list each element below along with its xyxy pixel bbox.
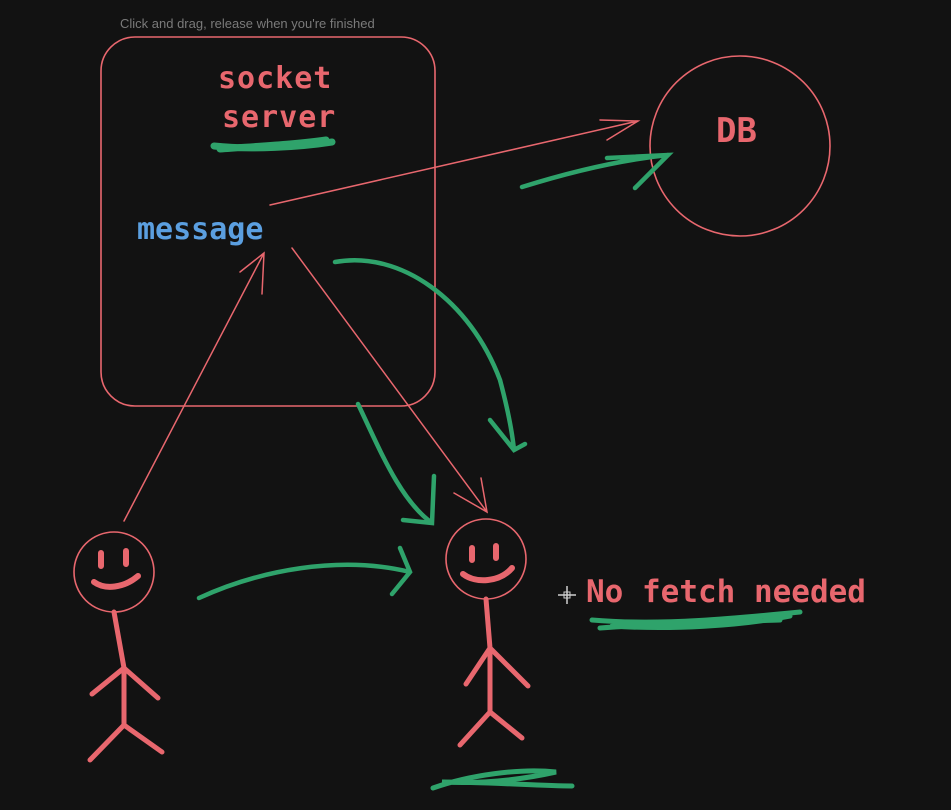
smiley-face-icon xyxy=(460,543,515,584)
green-arrow-box-to-user2 xyxy=(355,401,437,526)
user2-head xyxy=(445,518,527,600)
arrow-message-to-db xyxy=(269,119,641,206)
note-label: No fetch needed xyxy=(586,574,866,610)
smiley-face-icon xyxy=(91,548,141,590)
green-arrow-to-db xyxy=(519,152,674,191)
arrow-message-to-user2 xyxy=(291,247,489,514)
db-circle xyxy=(649,55,831,237)
note-underline xyxy=(589,609,803,631)
green-arrow-user1-to-user2 xyxy=(196,545,413,601)
crosshair-cursor-icon xyxy=(558,586,576,604)
user2-figure xyxy=(445,518,531,748)
server-label-line2: server xyxy=(222,100,336,135)
green-arrow-curve-right xyxy=(332,258,528,453)
user1-figure xyxy=(73,531,165,763)
arrow-user1-to-message xyxy=(123,251,265,522)
message-label: message xyxy=(137,212,263,247)
server-label-line1: socket xyxy=(218,61,332,96)
instruction-hint: Click and drag, release when you're fini… xyxy=(120,16,375,31)
server-underline xyxy=(210,136,336,153)
db-label: DB xyxy=(716,111,757,151)
server-box xyxy=(100,36,436,407)
user2-underline xyxy=(430,768,575,791)
user1-head xyxy=(73,531,155,613)
